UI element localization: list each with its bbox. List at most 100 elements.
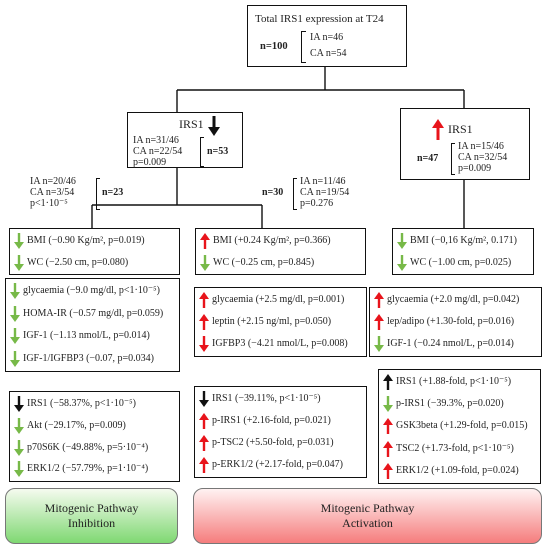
low-n: n=53 xyxy=(207,146,229,157)
arrow-up-icon xyxy=(374,314,384,330)
result-label: IRS1 (−58.37%, p<1·10⁻⁵) xyxy=(27,398,136,409)
result-row: IRS1 (+1.88-fold, p<1·10⁻⁵) xyxy=(379,371,540,393)
high-ia: IA n=15/46 xyxy=(458,141,504,152)
arrow-down-icon xyxy=(14,461,24,478)
result-row: p-ERK1/2 (+2.17-fold, p=0.047) xyxy=(195,454,366,476)
result-row: Akt (−29.17%, p=0.009) xyxy=(10,415,179,437)
result-label: p-IRS1 (−39.3%, p=0.020) xyxy=(396,398,504,410)
result-label: HOMA-IR (−0.57 mg/dl, p=0.059) xyxy=(23,307,164,319)
arrow-up-icon xyxy=(432,119,444,140)
total-title: Total IRS1 expression at T24 xyxy=(255,13,384,25)
result-row: GSK3beta (+1.29-fold, p=0.015) xyxy=(379,415,540,437)
result-row: WC (−1.00 cm, p=0.025) xyxy=(393,252,533,274)
low-irs1-box: IRS1 IA n=31/46 CA n=22/54 p=0.009 n=53 xyxy=(127,112,243,168)
result-label: IGF-1 (−0.24 nmol/L, p=0.014) xyxy=(387,338,514,349)
result-row: IGF-1/IGFBP3 (−0.07, p=0.034) xyxy=(6,348,179,370)
result-row: glycaemia (−9.0 mg/dl, p<1·10⁻⁵) xyxy=(6,280,179,302)
arrow-down-icon xyxy=(208,116,220,136)
result-row: WC (−0.25 cm, p=0.845) xyxy=(196,252,365,274)
col2-metab-box: glycaemia (+2.5 mg/dl, p=0.001) leptin (+… xyxy=(194,287,367,357)
arrow-up-icon xyxy=(199,314,209,330)
arrow-down-icon xyxy=(14,254,24,271)
result-label: IRS1 (−39.11%, p<1·10⁻⁵) xyxy=(212,393,321,404)
mid-group-n: n=30 xyxy=(262,187,284,198)
inhibition-outcome: Mitogenic Pathway Inhibition xyxy=(5,488,178,544)
arrow-down-icon xyxy=(10,305,20,322)
col3-mol-box: IRS1 (+1.88-fold, p<1·10⁻⁵) p-IRS1 (−39.3… xyxy=(378,369,541,484)
result-label: WC (−0.25 cm, p=0.845) xyxy=(213,256,315,268)
result-row: IGFBP3 (−4.21 nmol/L, p=0.008) xyxy=(195,333,366,355)
col1-mol-box: IRS1 (−58.37%, p<1·10⁻⁵) Akt (−29.17%, p=… xyxy=(9,391,180,482)
result-row: p-IRS1 (−39.3%, p=0.020) xyxy=(379,393,540,415)
result-label: p-TSC2 (+5.50-fold, p=0.031) xyxy=(212,437,334,448)
result-row: IRS1 (−58.37%, p<1·10⁻⁵) xyxy=(10,393,179,415)
arrow-down-icon xyxy=(10,350,20,367)
high-brace xyxy=(451,143,455,175)
activation-line1: Mitogenic Pathway xyxy=(320,501,415,515)
low-title: IRS1 xyxy=(179,117,204,131)
inhibition-line2: Inhibition xyxy=(67,516,116,530)
result-label: lep/adipo (+1.30-fold, p=0.016) xyxy=(387,316,515,327)
result-label: WC (−2.50 cm, p=0.080) xyxy=(27,256,129,268)
total-n: n=100 xyxy=(260,41,288,52)
result-row: TSC2 (+1.73-fold, p<1·10⁻⁵) xyxy=(379,438,540,460)
arrow-up-icon xyxy=(199,435,209,451)
left-group-brace xyxy=(96,178,100,210)
col2-mol-box: IRS1 (−39.11%, p<1·10⁻⁵) p-IRS1 (+2.16-fo… xyxy=(194,386,367,478)
arrow-up-icon xyxy=(383,462,393,479)
high-ca: CA n=32/54 xyxy=(458,152,508,163)
result-label: IGF-1/IGFBP3 (−0.07, p=0.034) xyxy=(23,352,155,364)
result-label: glycaemia (+2.0 mg/dl, p=0.042) xyxy=(387,294,520,305)
left-group-n: n=23 xyxy=(102,187,124,198)
result-label: p-ERK1/2 (+2.17-fold, p=0.047) xyxy=(212,459,343,470)
result-row: lep/adipo (+1.30-fold, p=0.016) xyxy=(370,311,541,333)
high-p: p=0.009 xyxy=(458,163,492,174)
result-row: leptin (+2.15 ng/ml, p=0.050) xyxy=(195,311,366,333)
result-row: glycaemia (+2.5 mg/dl, p=0.001) xyxy=(195,289,366,311)
mid-group-ia: IA n=11/46 xyxy=(300,176,346,187)
low-ca: CA n=22/54 xyxy=(133,146,183,157)
high-irs1-box: IRS1 n=47 IA n=15/46 CA n=32/54 p=0.009 xyxy=(400,108,530,180)
result-label: WC (−1.00 cm, p=0.025) xyxy=(410,256,512,268)
mid-group-p: p=0.276 xyxy=(300,198,334,209)
result-label: leptin (+2.15 ng/ml, p=0.050) xyxy=(212,316,332,327)
arrow-down-icon xyxy=(397,254,407,271)
high-n: n=47 xyxy=(417,153,439,164)
arrow-down-icon xyxy=(14,417,24,434)
result-row: ERK1/2 (−57.79%, p=1·10⁻⁴) xyxy=(10,458,179,480)
arrow-down-icon xyxy=(397,233,407,249)
mid-group-ca: CA n=19/54 xyxy=(300,187,350,198)
arrow-down-icon xyxy=(14,233,24,249)
result-label: ERK1/2 (−57.79%, p=1·10⁻⁴) xyxy=(27,463,149,475)
result-row: BMI (−0,16 Kg/m², 0.171) xyxy=(393,230,533,252)
col1-metab-box: glycaemia (−9.0 mg/dl, p<1·10⁻⁵) HOMA-IR … xyxy=(5,278,180,372)
arrow-up-icon xyxy=(383,440,393,457)
result-row: p-TSC2 (+5.50-fold, p=0.031) xyxy=(195,432,366,454)
result-label: p-IRS1 (+2.16-fold, p=0.021) xyxy=(212,415,331,426)
result-row: HOMA-IR (−0.57 mg/dl, p=0.059) xyxy=(6,303,179,325)
total-brace xyxy=(301,31,306,63)
low-p: p=0.009 xyxy=(133,157,167,168)
col3-metab-box: glycaemia (+2.0 mg/dl, p=0.042) lep/adipo… xyxy=(369,287,542,357)
arrow-up-icon xyxy=(383,374,393,390)
left-group-ca: CA n=3/54 xyxy=(30,187,75,198)
total-irs1-box: Total IRS1 expression at T24 n=100 IA n=… xyxy=(247,5,407,67)
total-ca: CA n=54 xyxy=(310,48,347,59)
activation-outcome: Mitogenic Pathway Activation xyxy=(193,488,542,544)
result-label: BMI (−0,16 Kg/m², 0.171) xyxy=(410,235,517,246)
activation-line2: Activation xyxy=(342,516,393,530)
result-label: IGFBP3 (−4.21 nmol/L, p=0.008) xyxy=(212,338,348,349)
result-label: IGF-1 (−1.13 nmol/L, p=0.014) xyxy=(23,330,150,341)
arrow-up-icon xyxy=(200,233,210,249)
result-label: BMI (+0.24 Kg/m², p=0.366) xyxy=(213,235,331,246)
result-row: WC (−2.50 cm, p=0.080) xyxy=(10,252,179,274)
arrow-down-icon xyxy=(199,391,209,407)
left-group-p: p<1·10⁻⁵ xyxy=(30,198,68,209)
result-row: p-IRS1 (+2.16-fold, p=0.021) xyxy=(195,410,366,432)
result-label: IRS1 (+1.88-fold, p<1·10⁻⁵) xyxy=(396,376,512,387)
arrow-down-icon xyxy=(199,336,209,352)
result-row: IGF-1 (−1.13 nmol/L, p=0.014) xyxy=(6,325,179,347)
total-ia: IA n=46 xyxy=(310,32,344,43)
result-label: ERK1/2 (+1.09-fold, p=0.024) xyxy=(396,464,519,476)
